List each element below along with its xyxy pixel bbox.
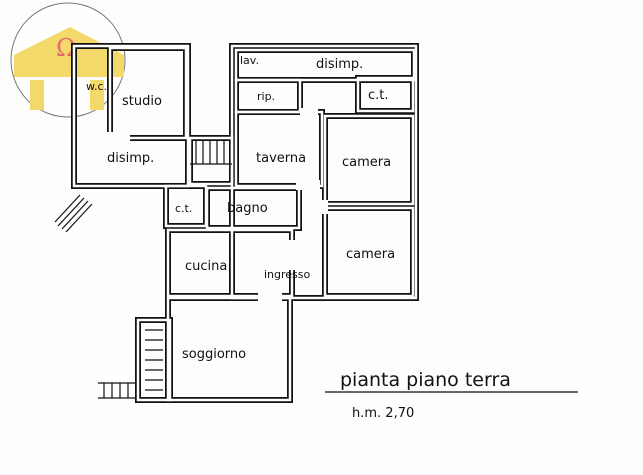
room-labels: studio disimp. w.c. lav. disimp. rip. c.… [86,54,395,362]
room-lav: lav. [240,54,259,67]
logo: Ω [10,2,126,118]
door-openings [100,108,328,302]
omega-icon: Ω [56,34,76,62]
room-cucina: cucina [185,259,227,274]
room-camera-1: camera [342,155,391,170]
room-ct-top: c.t. [368,88,389,103]
walls [71,43,419,403]
stairs [54,140,232,399]
room-ct-mid: c.t. [175,202,192,215]
room-disimp-top: disimp. [316,57,363,72]
room-soggiorno: soggiorno [182,347,246,362]
room-taverna: taverna [256,151,306,166]
room-ingresso: ingresso [264,268,311,281]
room-studio: studio [122,94,162,109]
room-disimp-left: disimp. [107,151,154,166]
ceiling-height: h.m. 2,70 [352,406,414,421]
room-bagno: bagno [227,201,268,216]
room-rip: rip. [257,90,275,103]
room-camera-2: camera [346,247,395,262]
caption: pianta piano terra h.m. 2,70 [325,369,578,421]
room-wc: w.c. [86,80,107,93]
plan-title: pianta piano terra [340,369,511,391]
